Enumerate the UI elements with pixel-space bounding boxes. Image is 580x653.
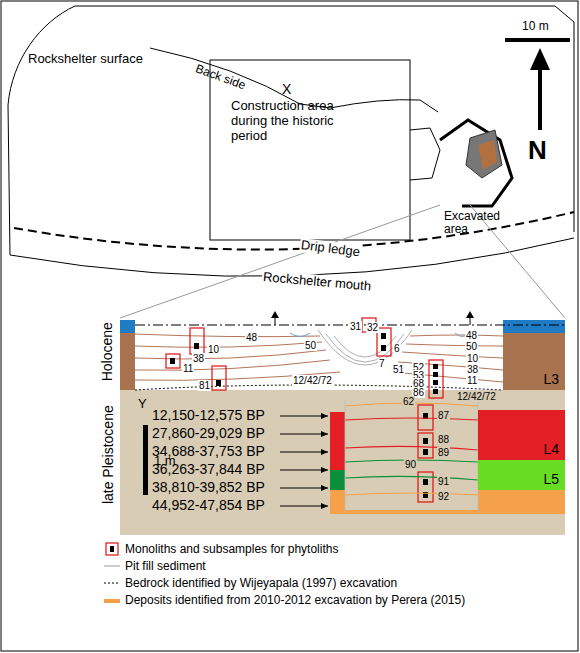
text-label: 27,860-29,029 BP <box>152 426 265 441</box>
sample-number: 50 <box>465 341 478 352</box>
text-label: Y <box>138 397 147 411</box>
sample-number: 90 <box>404 459 417 470</box>
text-label: 44,952-47,854 BP <box>152 498 265 513</box>
text-label: Excavated area <box>444 210 502 236</box>
sample-number: 32 <box>366 322 379 333</box>
period-label: late Pleistocene <box>100 406 115 505</box>
sample-number: 51 <box>392 364 405 375</box>
sample-number: 48 <box>245 332 258 343</box>
sample-number: 81 <box>198 380 211 391</box>
text-label: 12,150-12,575 BP <box>152 408 265 423</box>
sample-number: 10 <box>207 344 220 355</box>
text-label: Back side <box>194 62 247 92</box>
legend-text: Deposits identified from 2010-2012 excav… <box>125 594 465 607</box>
legend-text: Monoliths and subsamples for phytoliths <box>125 543 338 556</box>
area-box: Construction area during the historic pe… <box>211 61 409 239</box>
sample-number: 92 <box>437 491 450 502</box>
sample-number: 10 <box>466 353 479 364</box>
layer-label: L4 <box>478 441 559 457</box>
layer-band: L4 <box>478 410 565 460</box>
text-label: Rockshelter surface <box>28 52 143 66</box>
legend-swatch <box>104 599 120 603</box>
sample-number: 31 <box>349 321 362 332</box>
sample-number: 48 <box>465 330 478 341</box>
text-label: 10 m <box>522 20 549 33</box>
text-label: N <box>528 136 547 165</box>
sample-number: 88 <box>437 434 450 445</box>
sample-number: 89 <box>437 447 450 458</box>
sample-number: 38 <box>466 364 479 375</box>
text-label: X <box>282 82 291 97</box>
period-label: Holocene <box>100 322 115 381</box>
sample-number: 50 <box>304 340 317 351</box>
sample-number: 11 <box>466 375 478 386</box>
sample-number: 7 <box>378 358 386 369</box>
layer-band: L5 <box>478 460 565 490</box>
sample-number: 91 <box>437 476 450 487</box>
text-label: 1 m <box>154 454 176 468</box>
layer-label: L5 <box>478 471 559 487</box>
sample-number: 6 <box>393 343 401 354</box>
text-label: Drip ledge <box>299 238 362 260</box>
sample-number: 87 <box>437 410 450 421</box>
text-label: 38,810-39,852 BP <box>152 480 265 495</box>
text-label: Rockshelter mouth <box>261 270 372 294</box>
sample-number: 62 <box>402 396 415 407</box>
sample-number: 11 <box>182 363 194 374</box>
sample-number: 12/42/72 <box>456 391 497 402</box>
legend-text: Bedrock identified by Wijeyapala (1997) … <box>125 577 397 590</box>
area-label: Construction area during the historic pe… <box>231 99 369 144</box>
layer-label: L3 <box>503 371 559 387</box>
layer-band: L3 <box>503 333 565 390</box>
sample-number: 12/42/72 <box>292 375 333 386</box>
legend-text: Pit fill sediment <box>125 560 206 573</box>
